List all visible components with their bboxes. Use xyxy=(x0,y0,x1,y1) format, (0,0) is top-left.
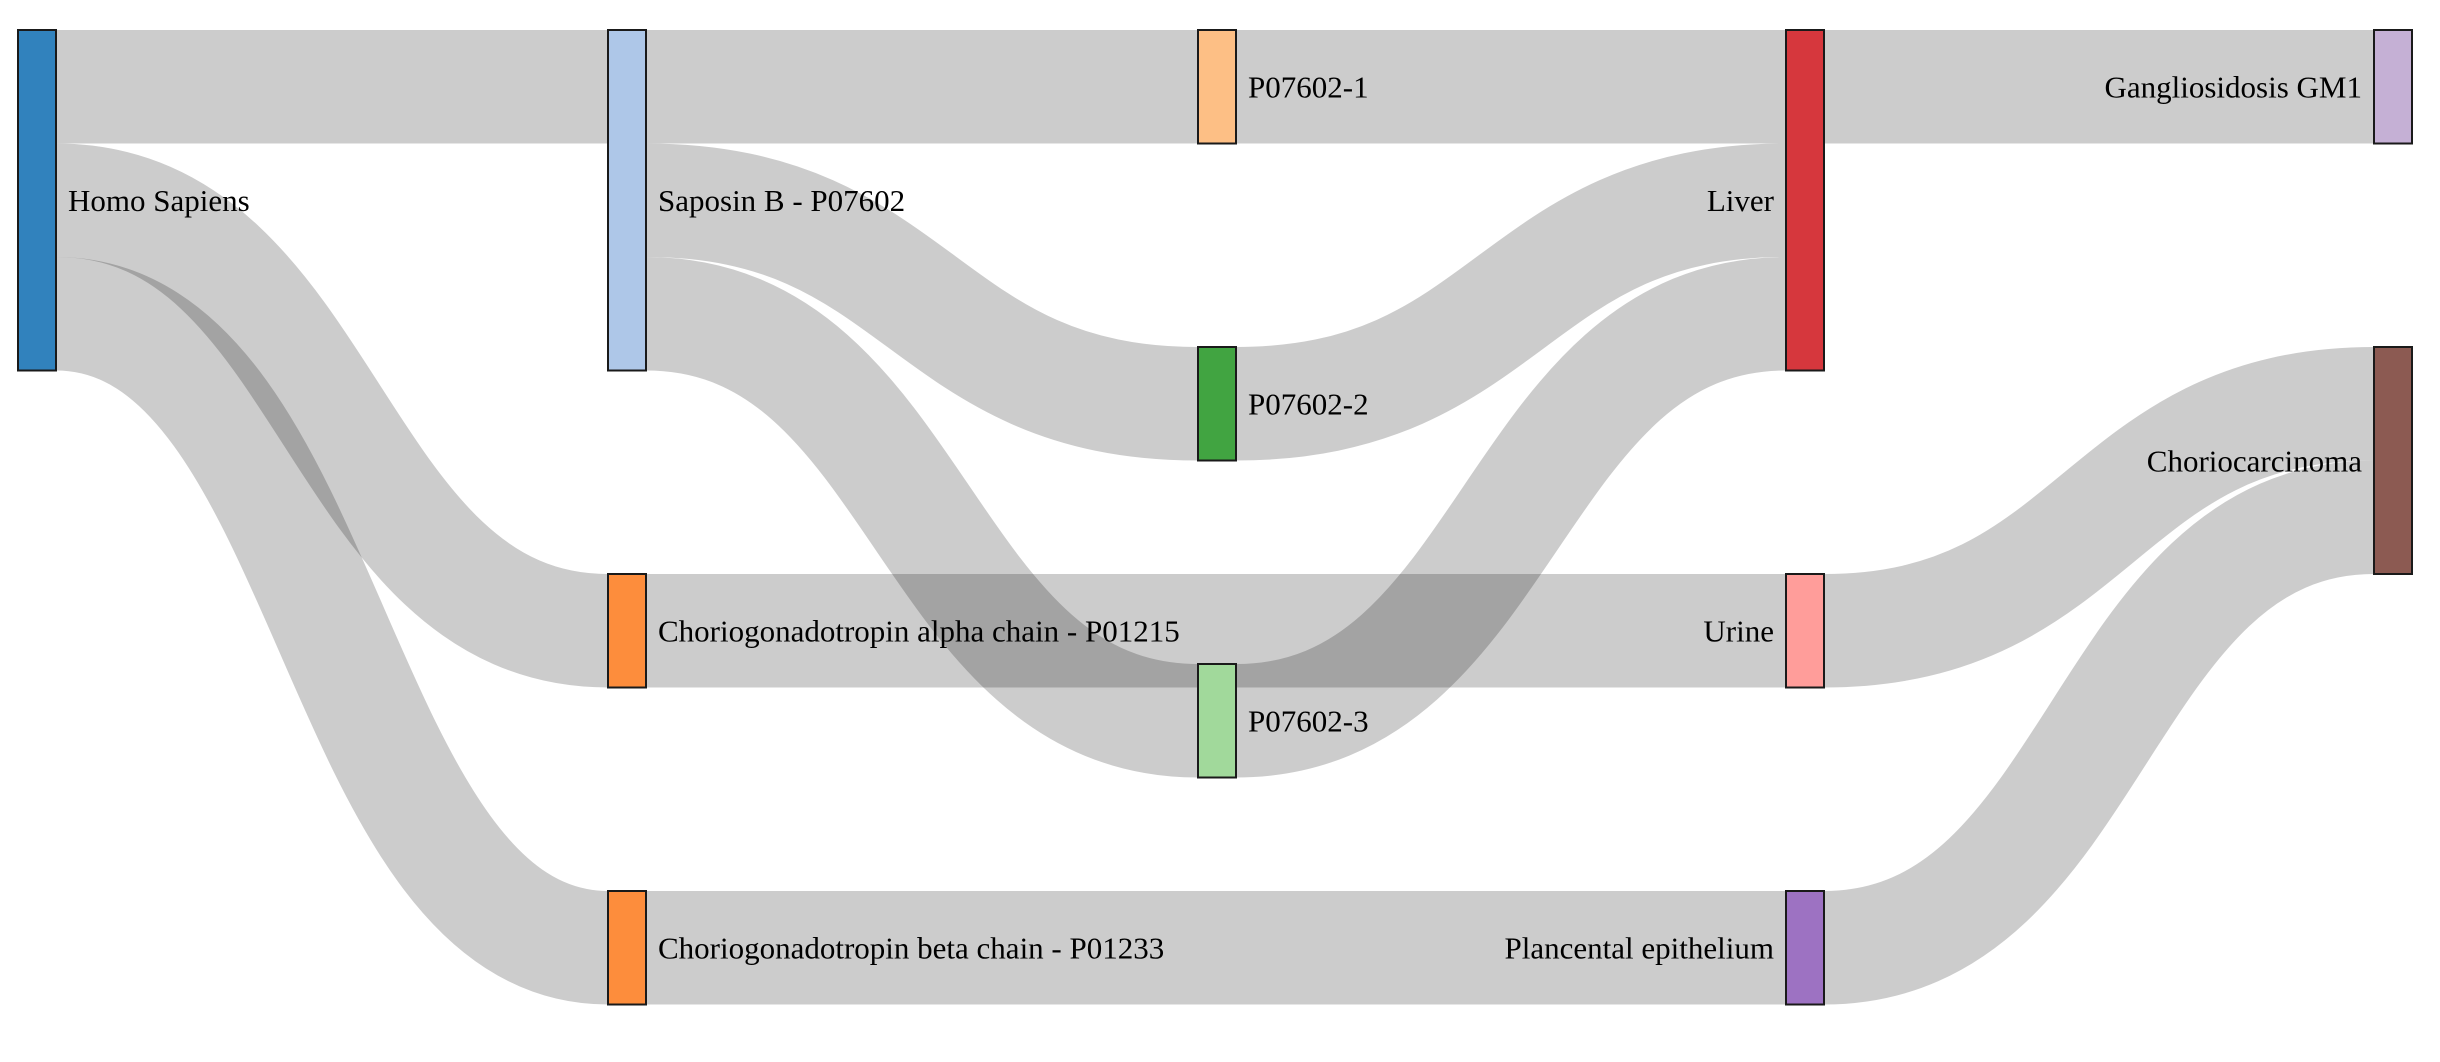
links-layer xyxy=(52,29,2377,1005)
link-p07602_2-to-liver xyxy=(1235,143,1787,461)
node-rect-p07602_2 xyxy=(1197,346,1237,462)
node-rect-liver xyxy=(1785,29,1825,372)
link-homo_sapiens-to-cga xyxy=(53,143,611,688)
node-gm1: Gangliosidosis GM1 xyxy=(2105,29,2413,145)
nodes-layer: Homo Sapiens Saposin B - P07602Choriogona… xyxy=(17,29,2413,1006)
node-rect-cgb xyxy=(607,890,647,1006)
node-rect-urine xyxy=(1785,573,1825,689)
node-label-placental: Plancental epithelium xyxy=(1505,931,1774,966)
node-label-chorio: Choriocarcinoma xyxy=(2147,443,2362,478)
node-rect-chorio xyxy=(2373,346,2413,575)
link-placental-to-chorio xyxy=(1821,460,2377,1005)
node-label-cga: Choriogonadotropin alpha chain - P01215 xyxy=(658,614,1180,649)
node-label-p07602_3: P07602-3 xyxy=(1248,704,1369,739)
node-rect-gm1 xyxy=(2373,29,2413,145)
node-label-saposin_b: Saposin B - P07602 xyxy=(658,183,905,218)
node-p07602_1: P07602-1 xyxy=(1197,29,1369,145)
node-rect-homo_sapiens xyxy=(17,29,57,372)
node-p07602_2: P07602-2 xyxy=(1197,346,1369,462)
link-saposin_b-to-p07602_3 xyxy=(644,257,1200,778)
node-label-gm1: Gangliosidosis GM1 xyxy=(2105,70,2363,105)
link-p07602_3-to-liver xyxy=(1234,257,1788,778)
link-saposin_b-to-p07602_2 xyxy=(645,143,1199,461)
link-homo_sapiens-to-cgb xyxy=(52,257,612,1005)
node-label-p07602_1: P07602-1 xyxy=(1248,70,1369,105)
node-rect-saposin_b xyxy=(607,29,647,372)
link-urine-to-chorio xyxy=(1823,347,2375,688)
node-label-homo_sapiens: Homo Sapiens xyxy=(68,183,250,218)
node-chorio: Choriocarcinoma xyxy=(2147,346,2413,575)
node-liver: Liver xyxy=(1707,29,1825,372)
node-rect-p07602_1 xyxy=(1197,29,1237,145)
node-label-p07602_2: P07602-2 xyxy=(1248,387,1369,422)
node-rect-cga xyxy=(607,573,647,689)
node-urine: Urine xyxy=(1703,573,1825,689)
node-rect-placental xyxy=(1785,890,1825,1006)
node-label-cgb: Choriogonadotropin beta chain - P01233 xyxy=(658,931,1164,966)
node-placental: Plancental epithelium xyxy=(1505,890,1825,1006)
node-homo_sapiens: Homo Sapiens xyxy=(17,29,250,372)
node-cga: Choriogonadotropin alpha chain - P01215 xyxy=(607,573,1180,689)
node-label-urine: Urine xyxy=(1703,614,1774,649)
node-saposin_b: Saposin B - P07602 xyxy=(607,29,905,372)
node-label-liver: Liver xyxy=(1707,183,1775,218)
node-p07602_3: P07602-3 xyxy=(1197,663,1369,779)
node-cgb: Choriogonadotropin beta chain - P01233 xyxy=(607,890,1164,1006)
node-rect-p07602_3 xyxy=(1197,663,1237,779)
